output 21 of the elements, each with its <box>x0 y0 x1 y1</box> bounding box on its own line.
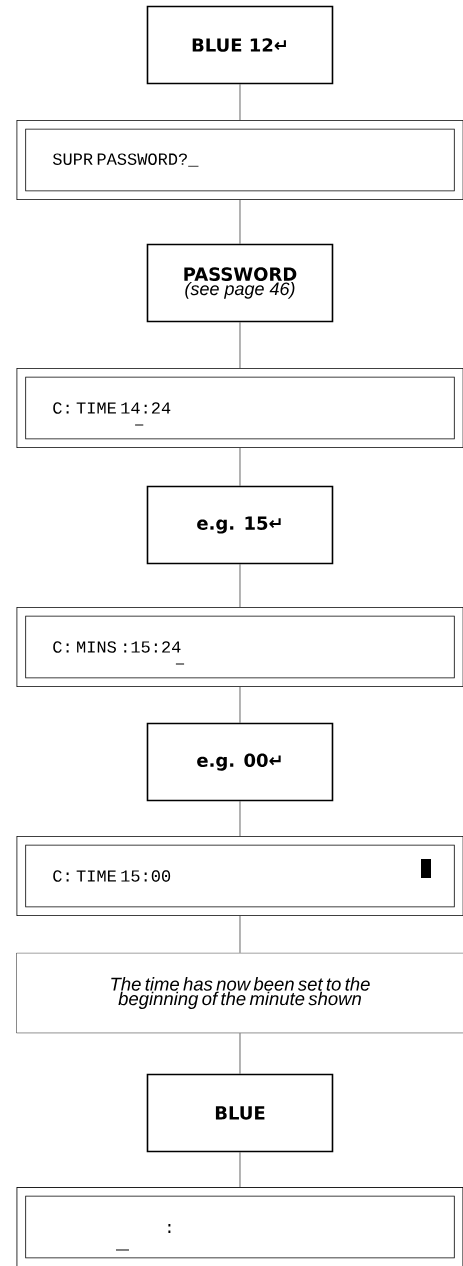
connector-line <box>239 199 241 244</box>
connector-line <box>239 686 241 723</box>
key-box: PASSWORD (see page 46) <box>146 243 334 323</box>
connector-line <box>239 915 241 954</box>
key-box: e.g. 00↵ <box>146 722 334 802</box>
key-box: BLUE 12↵ <box>146 5 334 85</box>
display-screen: C: TIME 14:24 <box>16 368 463 448</box>
connector-line <box>239 1032 241 1074</box>
connector-line <box>239 447 241 486</box>
connector-line <box>239 564 241 608</box>
note-box: The time has now been set to the beginning of the minute shown <box>16 952 463 1034</box>
connector-line <box>239 801 241 837</box>
key-box: BLUE <box>146 1073 334 1153</box>
display-screen: SUPR PASSWORD?_ <box>16 120 463 200</box>
connector-line <box>239 1152 241 1188</box>
connector-line <box>239 84 241 121</box>
connector-line <box>239 322 241 369</box>
key-box: e.g. 15↵ <box>146 485 334 565</box>
display-screen: C: TIME 15:00 <box>16 836 463 916</box>
display-screen: : <box>16 1187 463 1266</box>
display-screen: C: MINS :15:24 <box>16 607 463 687</box>
